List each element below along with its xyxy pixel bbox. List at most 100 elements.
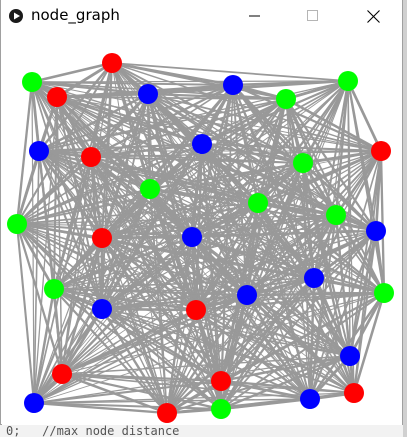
graph-edge xyxy=(347,80,385,294)
graph-node-green[interactable] xyxy=(374,283,394,303)
maximize-button[interactable] xyxy=(290,0,336,32)
graph-edge xyxy=(38,98,287,152)
graph-node-blue[interactable] xyxy=(304,268,324,288)
graph-edge xyxy=(61,292,385,375)
graph-edge xyxy=(191,162,304,238)
graph-edge xyxy=(16,98,287,225)
close-button[interactable] xyxy=(350,0,396,32)
background-code-line: 0; //max_node_distance xyxy=(6,425,180,437)
graph-edge xyxy=(246,291,385,297)
graph-edge xyxy=(379,150,386,294)
graph-node-green[interactable] xyxy=(338,71,358,91)
close-icon xyxy=(366,9,380,23)
graph-edge xyxy=(56,61,113,99)
graph-edge xyxy=(195,309,311,400)
graph-edge xyxy=(53,230,377,290)
app-icon xyxy=(9,9,23,23)
graph-node-red[interactable] xyxy=(157,403,177,423)
graph-node-red[interactable] xyxy=(211,371,231,391)
graph-edge xyxy=(32,308,104,404)
graph-node-red[interactable] xyxy=(81,147,101,167)
graph-node-green[interactable] xyxy=(248,193,268,213)
graph-edge xyxy=(16,187,151,226)
graph-edge xyxy=(56,96,382,152)
graph-edge xyxy=(194,202,260,311)
graph-node-blue[interactable] xyxy=(366,221,386,241)
graph-edge xyxy=(16,214,337,225)
graph-edge xyxy=(90,150,382,158)
graph-edge xyxy=(33,379,222,405)
graph-edge xyxy=(90,156,168,414)
graph-edge xyxy=(31,61,113,84)
graph-edge xyxy=(38,84,234,152)
graph-edge xyxy=(352,230,378,394)
graph-edge xyxy=(285,97,382,153)
graph-edge xyxy=(257,202,385,294)
graph-node-blue[interactable] xyxy=(223,75,243,95)
sketch-canvas[interactable] xyxy=(2,32,402,425)
graph-edge xyxy=(245,294,312,400)
graph-edge xyxy=(313,229,377,280)
graph-node-green[interactable] xyxy=(326,205,346,225)
graph-node-green[interactable] xyxy=(276,89,296,109)
graph-node-red[interactable] xyxy=(102,53,122,73)
graph-edge xyxy=(16,143,203,225)
minimize-button[interactable] xyxy=(232,0,278,32)
graph-node-red[interactable] xyxy=(52,364,72,384)
graph-node-red[interactable] xyxy=(47,87,67,107)
graph-edge xyxy=(33,401,222,411)
graph-edge xyxy=(191,236,385,294)
graph-node-blue[interactable] xyxy=(29,141,49,161)
graph-node-blue[interactable] xyxy=(340,346,360,366)
graph-node-green[interactable] xyxy=(44,279,64,299)
graph-node-blue[interactable] xyxy=(192,134,212,154)
graph-node-red[interactable] xyxy=(371,141,391,161)
graph-node-green[interactable] xyxy=(211,399,231,419)
graph-edge xyxy=(246,293,351,358)
graph-edge xyxy=(90,142,203,159)
graph-edge xyxy=(53,288,385,294)
graph-node-blue[interactable] xyxy=(92,299,112,319)
node-graph xyxy=(7,53,394,423)
graph-edge xyxy=(101,98,287,239)
graph-edge xyxy=(194,309,223,410)
graph-edge xyxy=(201,142,304,165)
edge-layer xyxy=(15,61,386,415)
graph-edge xyxy=(201,97,287,146)
graph-edge xyxy=(149,161,304,191)
app-window: node_graph xyxy=(0,0,403,425)
graph-edge xyxy=(101,307,197,312)
graph-node-blue[interactable] xyxy=(138,84,158,104)
graph-node-red[interactable] xyxy=(344,383,364,403)
graph-edge xyxy=(90,156,304,164)
graph-node-green[interactable] xyxy=(140,179,160,199)
graph-edge xyxy=(349,150,382,357)
graph-node-green[interactable] xyxy=(293,153,313,173)
graph-edge xyxy=(334,214,386,294)
graph-edge xyxy=(191,229,377,239)
graph-edge xyxy=(53,277,315,290)
graph-node-green[interactable] xyxy=(7,214,27,234)
graph-edge xyxy=(52,288,64,375)
graph-node-red[interactable] xyxy=(92,228,112,248)
graph-node-green[interactable] xyxy=(22,72,42,92)
graph-edge xyxy=(149,80,349,190)
graph-edge xyxy=(53,288,222,410)
graph-edge xyxy=(15,81,34,225)
graph-node-blue[interactable] xyxy=(182,227,202,247)
graph-node-blue[interactable] xyxy=(24,393,44,413)
graph-edge xyxy=(220,292,385,410)
graph-edge xyxy=(33,392,355,404)
graph-edge xyxy=(285,98,385,294)
node-layer xyxy=(7,53,394,423)
graph-edge xyxy=(33,309,197,404)
graph-edge xyxy=(16,156,92,225)
title-bar[interactable]: node_graph xyxy=(1,0,402,32)
graph-node-blue[interactable] xyxy=(300,389,320,409)
graph-node-red[interactable] xyxy=(186,300,206,320)
graph-edge xyxy=(232,79,349,87)
graph-edge xyxy=(374,230,386,294)
graph-node-blue[interactable] xyxy=(237,285,257,305)
graph-edge xyxy=(16,202,259,225)
graph-edge xyxy=(334,80,350,216)
